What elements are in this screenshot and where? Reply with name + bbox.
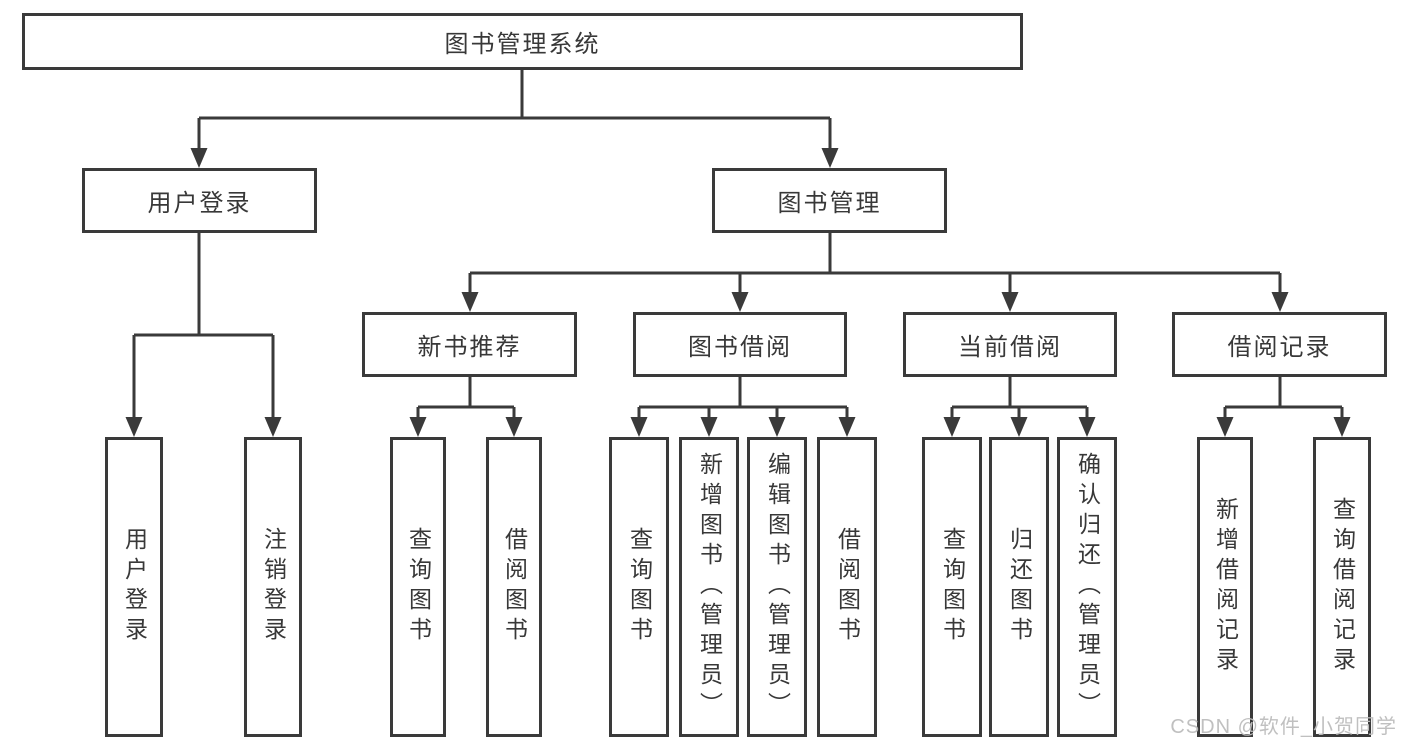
leaf-label: 新增借阅记录 [1212,497,1239,677]
leaf-label: 归还图书 [1006,527,1033,647]
node-label: 借阅记录 [1227,334,1332,361]
leaf-label: 编辑图书（管理员） [764,452,791,722]
arrow-heads [125,148,1351,437]
leaf-borrow-books: 借阅图书 [817,437,877,737]
leaf-user-login: 用户登录 [105,437,163,737]
csdn-watermark: CSDN @软件_小贺同学 [1170,716,1397,738]
leaf-label: 用户登录 [121,527,148,647]
node-label: 新书推荐 [417,334,522,361]
node-label: 用户登录 [147,190,252,217]
node-book-borrow: 图书借阅 [633,312,847,377]
node-label: 图书管理 [777,190,882,217]
leaf-label: 查询图书 [405,527,432,647]
leaf-label: 新增图书（管理员） [696,452,723,722]
leaf-query-books-recommend: 查询图书 [390,437,446,737]
leaf-query-books-current: 查询图书 [922,437,982,737]
leaf-add-borrow-record: 新增借阅记录 [1197,437,1253,737]
node-label: 图书管理系统 [444,31,601,58]
node-library-management-system: 图书管理系统 [22,13,1023,70]
leaf-add-book-admin: 新增图书（管理员） [679,437,739,737]
leaf-return-book: 归还图书 [989,437,1049,737]
node-book-management: 图书管理 [712,168,947,233]
connector-book-management-children [468,233,1282,295]
node-label: 图书借阅 [688,334,792,361]
leaf-label: 确认归还（管理员） [1074,452,1101,722]
leaf-query-borrow-record: 查询借阅记录 [1313,437,1371,737]
connector-current-borrow-children [950,377,1089,420]
connector-lines [132,70,1344,420]
node-current-borrow: 当前借阅 [903,312,1117,377]
node-user-login: 用户登录 [82,168,317,233]
leaf-borrow-books-recommend: 借阅图书 [486,437,542,737]
leaf-label: 查询图书 [626,527,653,647]
leaf-label: 借阅图书 [834,527,861,647]
leaf-query-books-borrow: 查询图书 [609,437,669,737]
connector-borrow-record-children [1223,377,1344,420]
node-label: 当前借阅 [958,334,1062,361]
leaf-label: 借阅图书 [501,527,528,647]
node-new-book-recommend: 新书推荐 [362,312,577,377]
leaf-confirm-return-admin: 确认归还（管理员） [1057,437,1117,737]
leaf-edit-book-admin: 编辑图书（管理员） [747,437,807,737]
node-borrow-records: 借阅记录 [1172,312,1387,377]
leaf-logout: 注销登录 [244,437,302,737]
leaf-label: 查询借阅记录 [1329,497,1356,677]
leaf-label: 查询图书 [939,527,966,647]
connector-root-to-level2 [197,70,832,151]
connector-book-borrow-children [637,377,849,420]
leaf-label: 注销登录 [260,527,287,647]
connector-new-book-children [416,377,516,420]
connector-user-login-children [132,233,275,420]
